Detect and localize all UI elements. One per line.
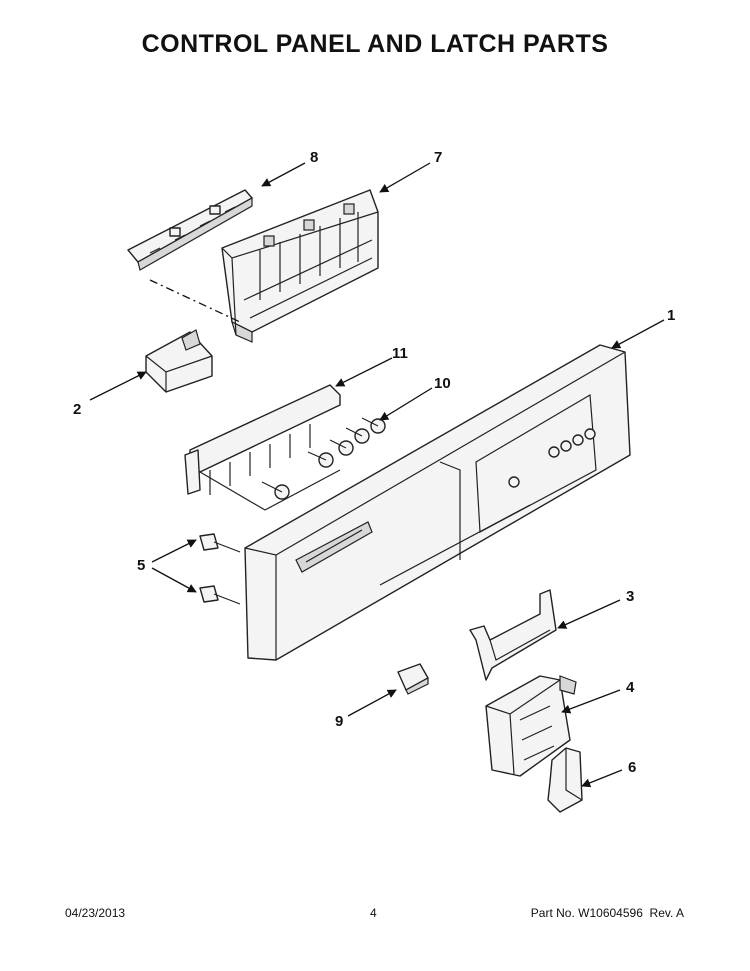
- part-10-buttons: [261, 417, 386, 500]
- callout-2: 2: [73, 401, 81, 418]
- part-11-switch-assembly: [184, 384, 341, 511]
- callout-6: 6: [628, 759, 636, 776]
- part-2-bracket: [145, 329, 213, 393]
- part-9-switch: [397, 663, 429, 695]
- callout-9: 9: [335, 713, 343, 730]
- callout-5: 5: [137, 557, 145, 574]
- footer-date: 04/23/2013: [65, 906, 126, 920]
- callout-4: 4: [626, 679, 635, 696]
- callout-3: 3: [626, 588, 634, 605]
- footer-page-number: 4: [370, 906, 377, 920]
- callout-10: 10: [434, 375, 451, 392]
- leader-lines: [89, 162, 665, 788]
- part-4-latch-assembly: [485, 675, 577, 777]
- part-8-bracket: [127, 189, 253, 271]
- alignment-line: [149, 279, 241, 323]
- part-6-latch-hook: [547, 747, 583, 813]
- callout-8: 8: [310, 149, 318, 166]
- callout-1: 1: [667, 307, 675, 324]
- part-5-screws: [199, 533, 241, 605]
- part-3-latch-bracket: [469, 589, 557, 681]
- page-title: CONTROL PANEL AND LATCH PARTS: [141, 30, 609, 58]
- callout-11: 11: [392, 345, 408, 362]
- part-1-control-panel: [244, 344, 631, 661]
- footer-part-number: Part No. W10604596 Rev. A: [530, 906, 684, 920]
- callout-7: 7: [434, 149, 442, 166]
- part-7-control-board: [221, 189, 379, 343]
